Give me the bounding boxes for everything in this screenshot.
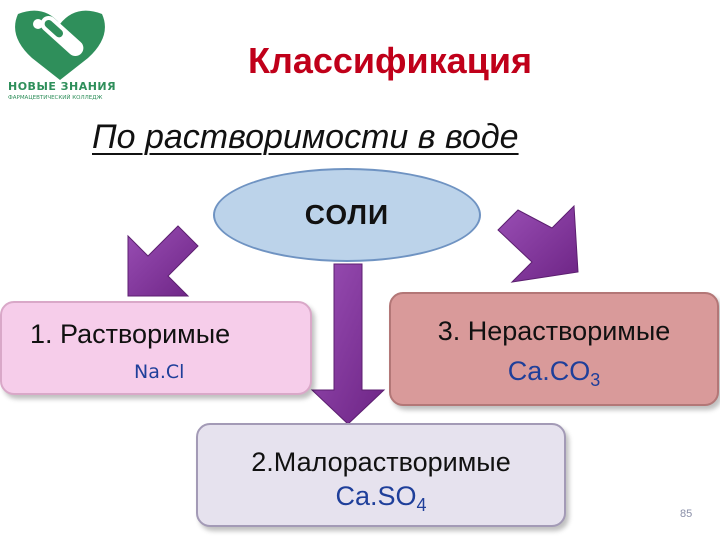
insoluble-formula-subscript: 3 <box>590 370 601 390</box>
insoluble-formula-base: Ca.CO <box>507 356 591 386</box>
arrow-to-soluble-icon <box>127 225 199 297</box>
salts-node: СОЛИ <box>213 168 481 262</box>
soluble-box: 1. Растворимые Na.Cl <box>0 301 312 395</box>
arrow-to-insoluble-icon <box>497 204 579 283</box>
logo-name: НОВЫЕ ЗНАНИЯ <box>8 80 117 93</box>
page-number: 85 <box>680 508 693 520</box>
slightly-soluble-formula-base: Ca.SO <box>335 481 417 511</box>
slide-subtitle: По растворимости в воде <box>92 118 519 156</box>
college-logo <box>8 6 126 110</box>
slightly-soluble-box: 2.Малорастворимые Ca.SO4 <box>196 423 566 527</box>
slightly-soluble-label: 2.Малорастворимые <box>251 447 511 477</box>
insoluble-box: 3. Нерастворимые Ca.CO3 <box>389 292 719 406</box>
logo-tagline: ФАРМАЦЕВТИЧЕСКИЙ КОЛЛЕДЖ <box>8 95 103 101</box>
soluble-label: 1. Растворимые <box>30 319 231 349</box>
capsule-heart-logo-icon <box>15 10 105 81</box>
soluble-formula: Na.Cl <box>134 361 185 383</box>
slide-title: Классификация <box>248 40 532 81</box>
insoluble-formula: Ca.CO3 <box>391 356 717 391</box>
insoluble-label: 3. Нерастворимые <box>437 316 671 346</box>
slightly-soluble-formula-subscript: 4 <box>416 495 427 515</box>
arrow-to-slightly-soluble-icon <box>310 263 386 425</box>
slightly-soluble-formula: Ca.SO4 <box>198 481 564 516</box>
salts-label: СОЛИ <box>304 199 390 230</box>
